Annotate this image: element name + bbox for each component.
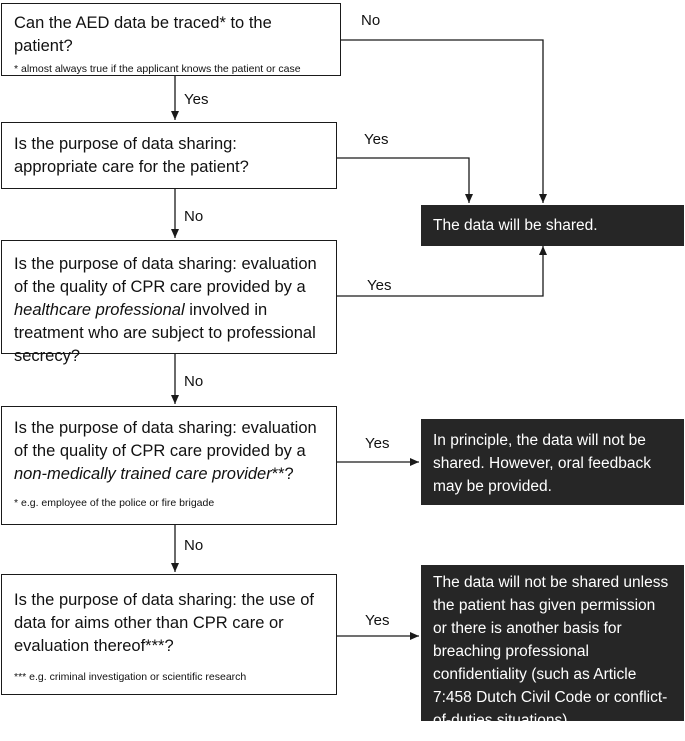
label-q2-yes: Yes [364,131,389,148]
label-q3-yes: Yes [367,277,392,294]
question-box-appropriate-care: Is the purpose of data sharing: appropri… [1,122,337,189]
outcome-text: In principle, the data will not be share… [433,432,651,495]
arrow-q3-yes [337,246,547,297]
question-text: Is the purpose of data sharing: appropri… [14,135,249,176]
question-text: Can the AED data be traced* to the patie… [14,14,272,55]
label-q5-yes: Yes [365,612,390,629]
question-box-other-aims: Is the purpose of data sharing: the use … [1,574,337,695]
label-q1-no: No [361,12,381,29]
footnote: *** e.g. criminal investigation or scien… [14,671,247,683]
emphasis-text: healthcare professional [14,301,185,319]
footnote: * almost always true if the applicant kn… [14,63,301,75]
outcome-box-oral-feedback: In principle, the data will not be share… [421,419,684,505]
outcome-text: The data will be shared. [433,217,598,234]
question-box-healthcare-professional: Is the purpose of data sharing: evaluati… [1,240,337,365]
outcome-box-shared: The data will be shared. [421,205,684,246]
label-q1-yes: Yes [184,91,209,108]
question-text: Is the purpose of data sharing: evaluati… [14,255,317,365]
label-q3-no: No [184,373,204,390]
arrow-q1-no [341,39,547,203]
question-text: Is the purpose of data sharing: the use … [14,591,314,655]
emphasis-text: non-medically trained care provider [14,465,272,483]
question-box-non-medical-provider: Is the purpose of data sharing: evaluati… [1,406,337,525]
arrow-q2-yes [337,157,473,203]
outcome-text: The data will not be shared unless the p… [433,574,669,729]
footnote: * e.g. employee of the police or fire br… [14,497,215,509]
question-text: Is the purpose of data sharing: evaluati… [14,419,317,483]
connector-arrows [171,39,547,640]
label-q4-yes: Yes [365,435,390,452]
outcome-box-not-shared-unless: The data will not be shared unless the p… [421,565,684,729]
label-q2-no: No [184,208,204,225]
label-q4-no: No [184,537,204,554]
question-box-traced: Can the AED data be traced* to the patie… [1,3,341,76]
